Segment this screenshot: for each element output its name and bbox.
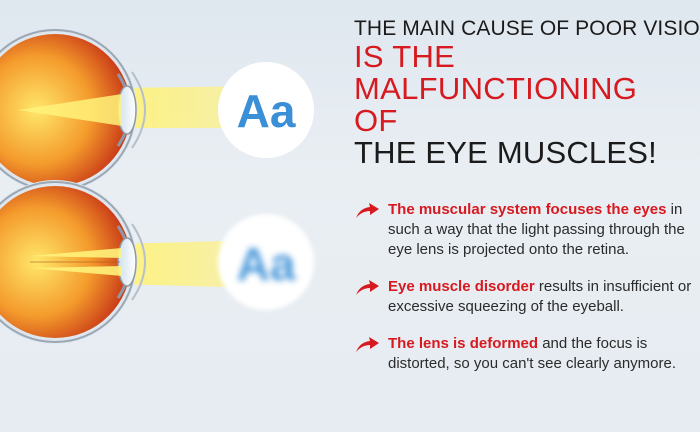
info-points-list: The muscular system focuses the eyes in … xyxy=(354,200,696,391)
heading-line-3: MALFUNCTIONING xyxy=(354,71,638,106)
info-point-1: The muscular system focuses the eyes in … xyxy=(354,200,696,260)
heading-line-5: THE EYE MUSCLES! xyxy=(354,135,657,170)
info-point-3-text: and the focus is distorted, so you can't… xyxy=(388,335,677,372)
red-arrow-icon xyxy=(356,280,379,295)
info-point-2-strong: Eye muscle disorder xyxy=(388,278,535,295)
sharp-aa-text: Aa xyxy=(237,85,296,137)
eye-top-sharp: Aa xyxy=(0,28,314,192)
heading-line-2: IS THE xyxy=(354,39,456,74)
blurry-aa-text: Aa xyxy=(237,238,296,290)
eye-diagram-illustration: Aa Aa xyxy=(0,28,314,344)
info-point-2-text: results in insufficient or excessive squ… xyxy=(388,278,692,315)
eye-bottom-blurry: Aa xyxy=(0,180,314,344)
red-arrow-icon xyxy=(356,337,379,352)
info-point-3-strong: The lens is deformed xyxy=(388,335,539,352)
heading-line-1: THE MAIN CAUSE OF POOR VISION xyxy=(354,17,700,40)
heading-line-4: OF xyxy=(354,103,398,138)
red-arrow-icon xyxy=(356,203,379,218)
main-heading: THE MAIN CAUSE OF POOR VISION IS THE MAL… xyxy=(354,17,700,170)
info-point-1-text: in such a way that the light passing thr… xyxy=(388,201,685,258)
info-point-2: Eye muscle disorder results in insuffici… xyxy=(354,277,696,317)
info-point-1-strong: The muscular system focuses the eyes xyxy=(388,201,667,218)
info-point-3: The lens is deformed and the focus is di… xyxy=(354,334,696,374)
